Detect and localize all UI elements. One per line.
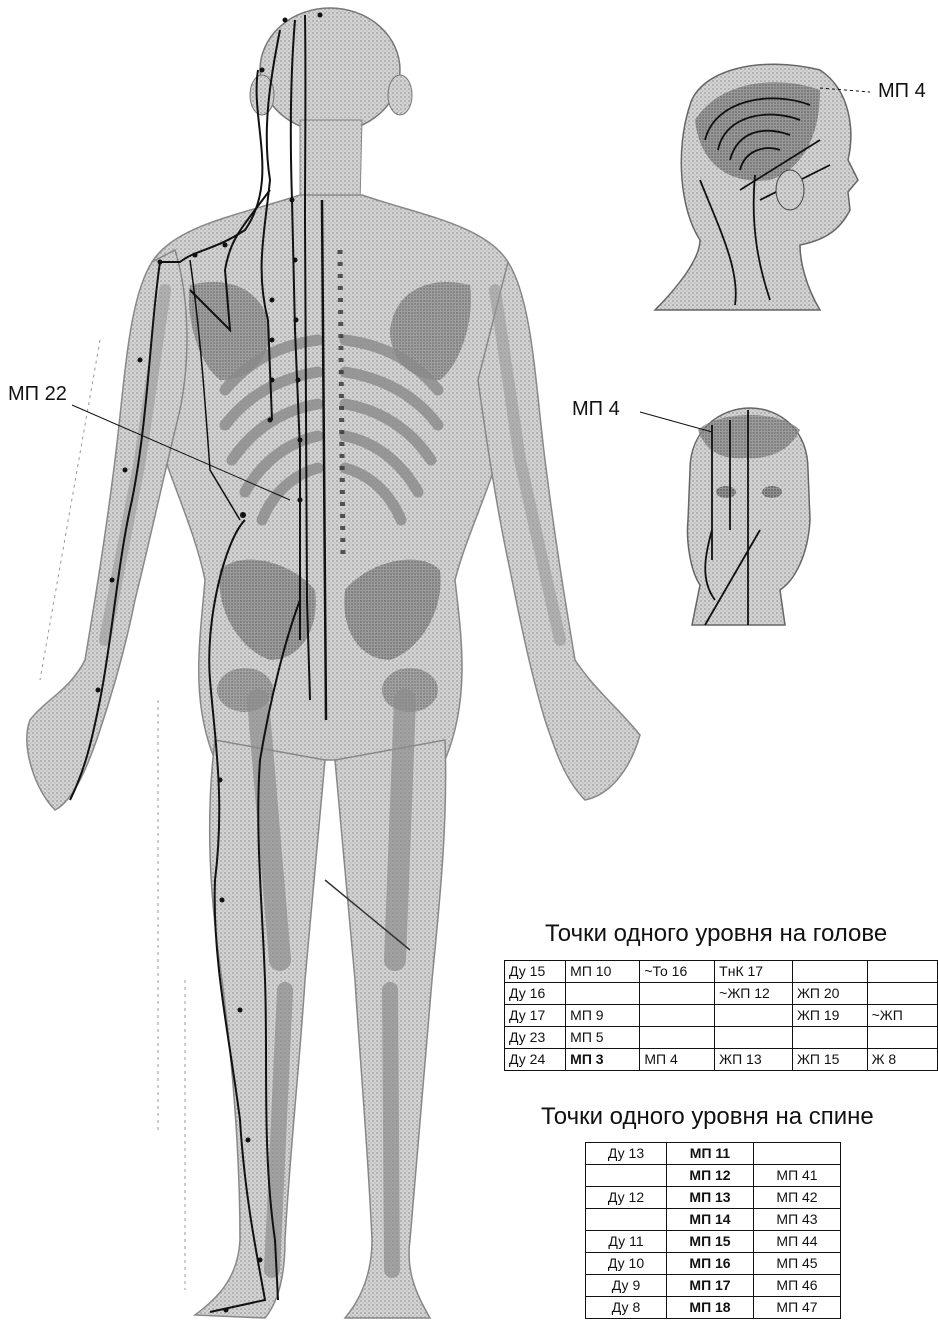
table-cell: [640, 1027, 715, 1049]
table-cell: МП 44: [754, 1231, 841, 1253]
table-cell: МП 10: [566, 961, 640, 983]
table-cell: МП 43: [754, 1209, 841, 1231]
table-cell: [586, 1209, 667, 1231]
table-cell: [867, 1027, 937, 1049]
table-cell: МП 11: [667, 1143, 754, 1165]
table-cell: [586, 1165, 667, 1187]
table-cell: МП 41: [754, 1165, 841, 1187]
back-table-title: Точки одного уровня на спине: [541, 1103, 874, 1131]
table-cell: [715, 1027, 793, 1049]
table-cell: Ду 24: [505, 1049, 566, 1071]
table-cell: [792, 1027, 867, 1049]
table-cell: Ду 10: [586, 1253, 667, 1275]
table-cell: [867, 961, 937, 983]
table-cell: МП 4: [640, 1049, 715, 1071]
table-cell: Ду 13: [586, 1143, 667, 1165]
table-cell: [792, 961, 867, 983]
table-cell: ЖП 15: [792, 1049, 867, 1071]
table-cell: МП 18: [667, 1297, 754, 1319]
table-cell: ЖП 19: [792, 1005, 867, 1027]
table-cell: ЖП 20: [792, 983, 867, 1005]
table-cell: МП 15: [667, 1231, 754, 1253]
head-table-title: Точки одного уровня на голове: [545, 920, 887, 948]
table-cell: Ду 15: [505, 961, 566, 983]
table-cell: МП 17: [667, 1275, 754, 1297]
table-cell: МП 14: [667, 1209, 754, 1231]
table-cell: МП 45: [754, 1253, 841, 1275]
table-cell: МП 47: [754, 1297, 841, 1319]
table-cell: МП 5: [566, 1027, 640, 1049]
table-cell: Ду 11: [586, 1231, 667, 1253]
table-cell: МП 46: [754, 1275, 841, 1297]
table-cell: МП 42: [754, 1187, 841, 1209]
front-head-view: [640, 408, 810, 625]
table-cell: [640, 983, 715, 1005]
table-cell: ЖП 13: [715, 1049, 793, 1071]
table-cell: [640, 1005, 715, 1027]
torso: [143, 195, 516, 760]
table-cell: [566, 983, 640, 1005]
table-cell: МП 13: [667, 1187, 754, 1209]
table-cell: Ж 8: [867, 1049, 937, 1071]
table-cell: МП 16: [667, 1253, 754, 1275]
table-cell: Ду 8: [586, 1297, 667, 1319]
table-cell: МП 9: [566, 1005, 640, 1027]
label-mp22: МП 22: [8, 383, 67, 406]
table-cell: ~То 16: [640, 961, 715, 983]
label-mp4-front: МП 4: [572, 398, 620, 421]
table-cell: Ду 9: [586, 1275, 667, 1297]
table-cell: ~ЖП 12: [715, 983, 793, 1005]
table-cell: [867, 983, 937, 1005]
table-cell: МП 3: [566, 1049, 640, 1071]
table-cell: Ду 12: [586, 1187, 667, 1209]
table-cell: ~ЖП: [867, 1005, 937, 1027]
table-cell: ТнК 17: [715, 961, 793, 983]
table-cell: Ду 17: [505, 1005, 566, 1027]
side-head-view: [655, 64, 870, 310]
head: [260, 8, 400, 132]
table-cell: [715, 1005, 793, 1027]
table-cell: Ду 16: [505, 983, 566, 1005]
label-mp4-side: МП 4: [878, 80, 926, 103]
table-cell: МП 12: [667, 1165, 754, 1187]
table-cell: Ду 23: [505, 1027, 566, 1049]
table-cell: [754, 1143, 841, 1165]
